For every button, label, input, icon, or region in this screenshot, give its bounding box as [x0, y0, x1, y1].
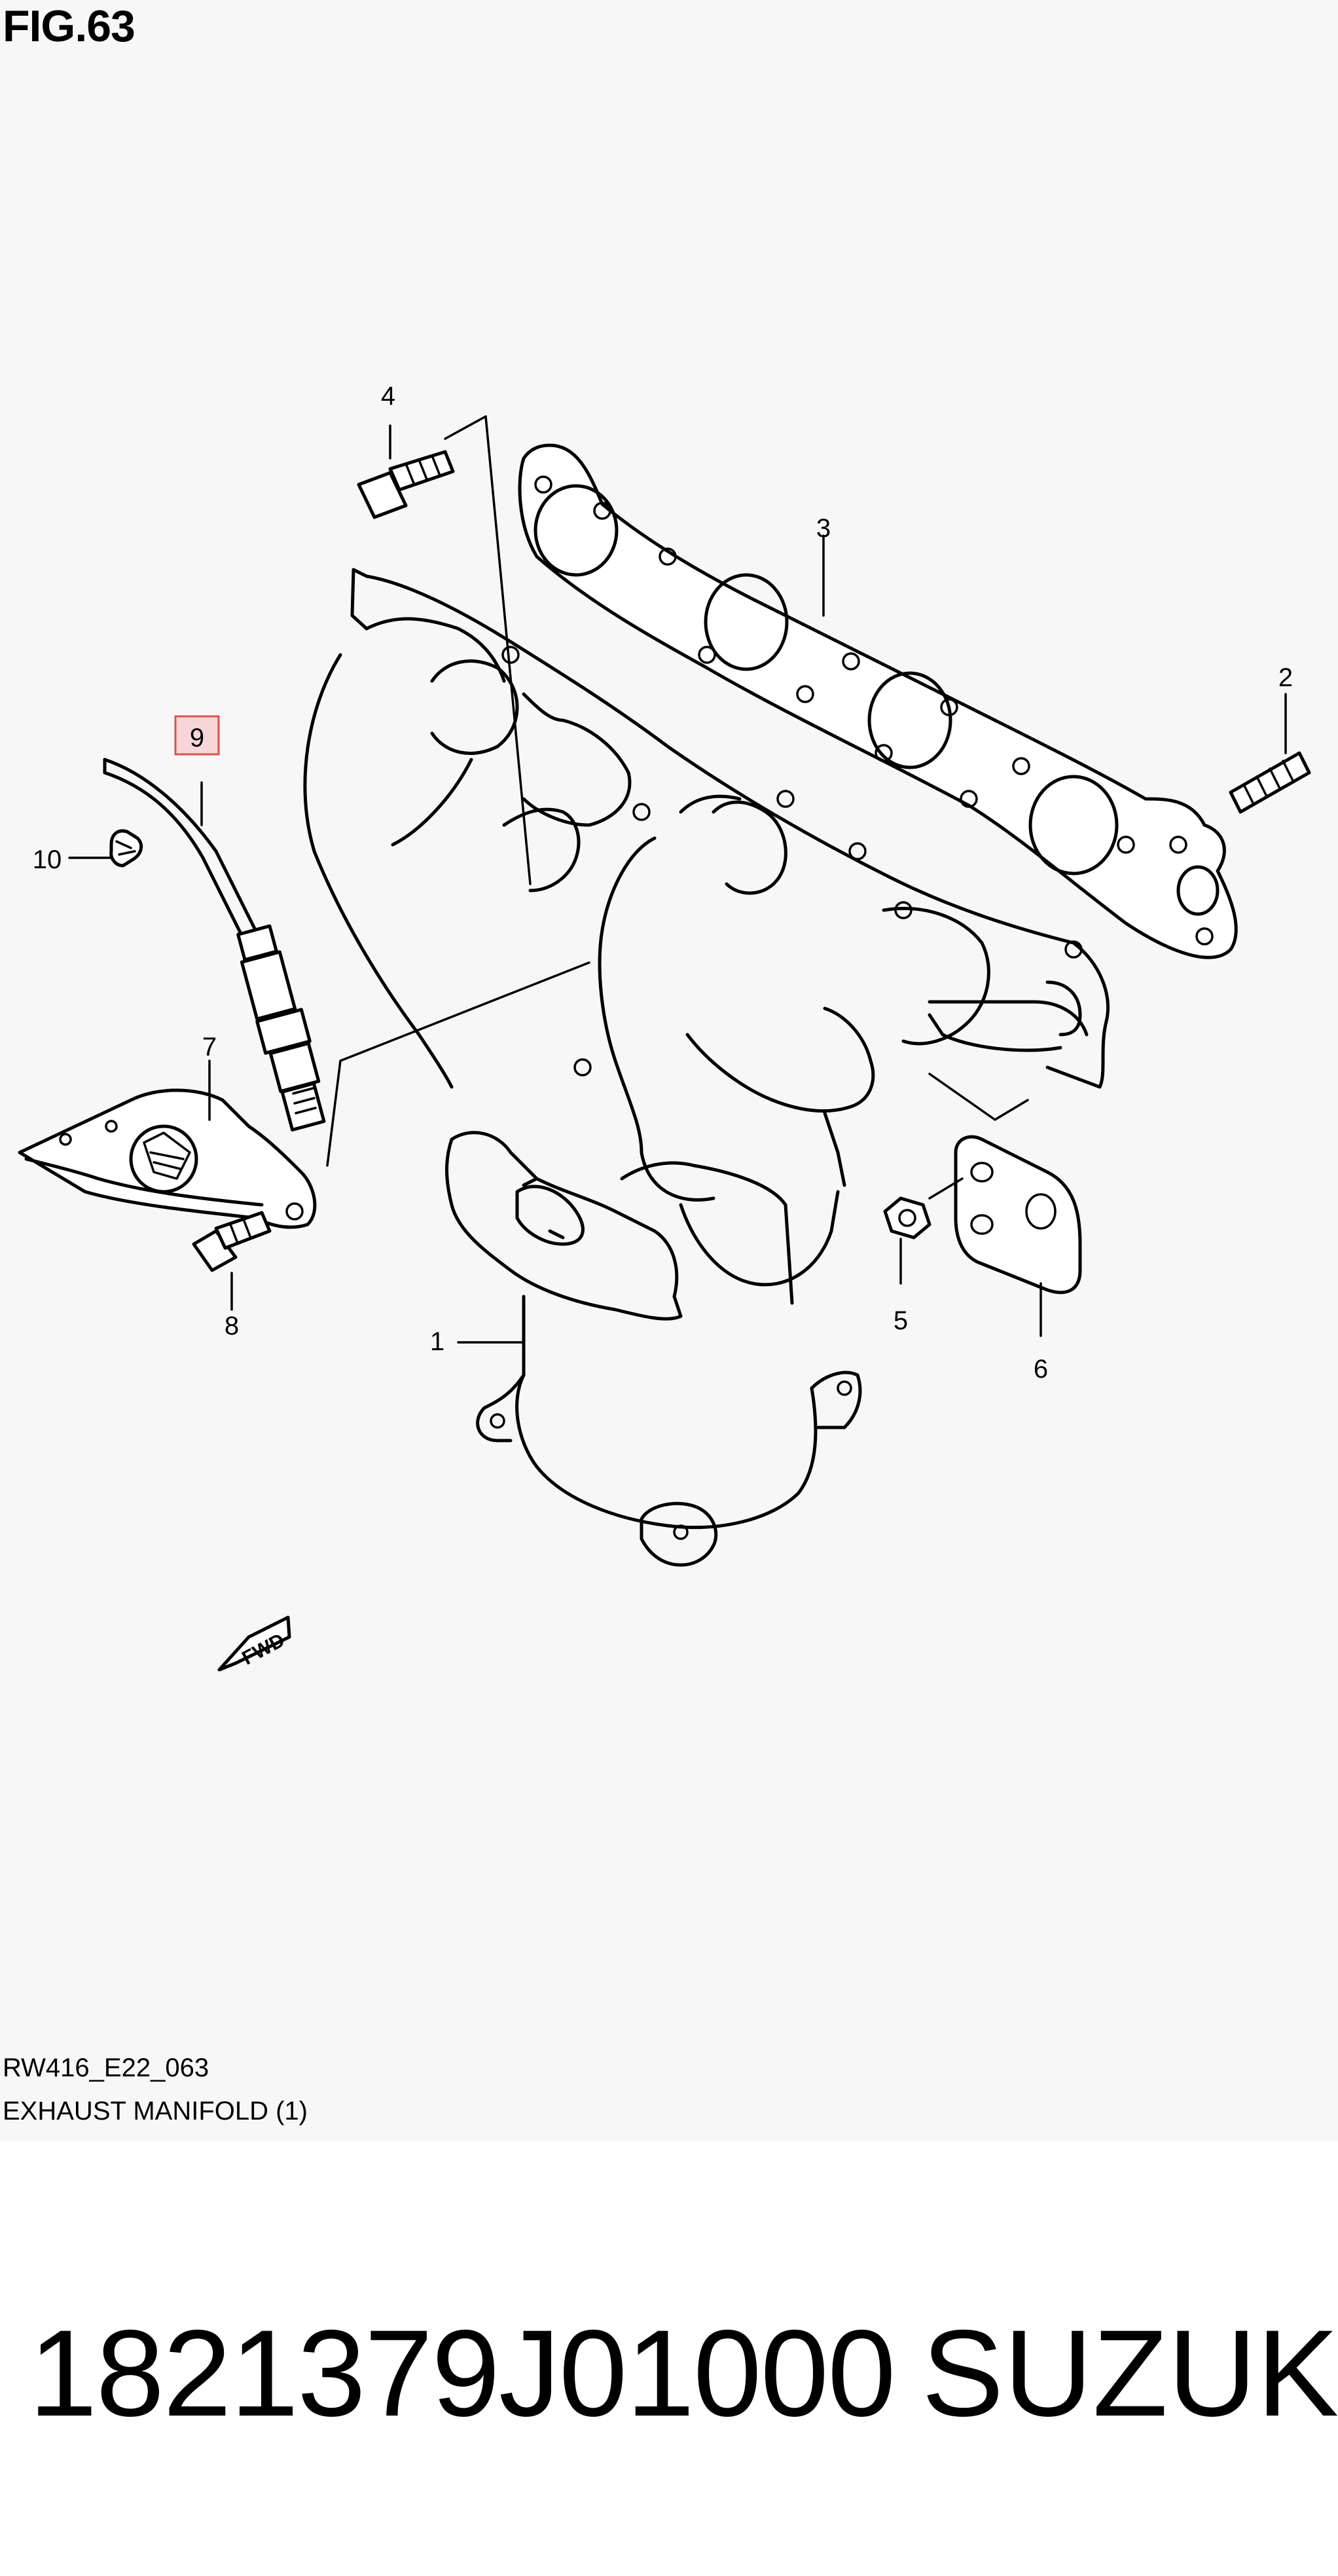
part-9-oxygen-sensor: [103, 758, 326, 1132]
callout-5: 5: [894, 1306, 908, 1335]
brand-name: SUZUKI: [922, 2304, 1338, 2442]
callout-3: 3: [816, 514, 831, 543]
fwd-direction-arrow: FWD: [217, 1615, 291, 1672]
exhaust-manifold: [303, 568, 1110, 1287]
callout-4: 4: [381, 382, 395, 411]
leader-part-4: [444, 415, 532, 885]
exhaust-manifold-diagram: FWD 4 3 2 9 10 7 8 5 6 1: [18, 382, 1311, 1672]
callout-10: 10: [33, 845, 62, 874]
callout-1: 1: [430, 1327, 444, 1356]
figure-code: RW416_E22_063: [3, 2053, 209, 2082]
part-number: 1821379J01000: [29, 2304, 896, 2442]
leader-part-6: [928, 1073, 1029, 1121]
part-3-gasket: [518, 443, 1238, 959]
part-8-bolt: [192, 1211, 272, 1311]
part-6-flange: [954, 1135, 1082, 1337]
leader-heat-shield: [326, 961, 590, 1167]
callout-6: 6: [1034, 1355, 1048, 1384]
callout-8: 8: [225, 1312, 239, 1340]
callout-9-highlight: [174, 715, 220, 756]
callout-2: 2: [1278, 663, 1293, 692]
part-4-bolt: [357, 424, 455, 519]
callout-9: 9: [190, 724, 204, 752]
callout-7: 7: [202, 1033, 217, 1061]
diagram-sheet: [0, 0, 1338, 2141]
figure-title: FIG.63: [3, 1, 136, 51]
part-2-stud: [1229, 693, 1311, 814]
part-1-catalytic-converter: [445, 1131, 862, 1567]
part-5-nut: [883, 1177, 964, 1285]
figure-description: EXHAUST MANIFOLD (1): [3, 2097, 308, 2125]
part-10-clip: [68, 829, 143, 868]
part-7-bracket: [18, 1059, 317, 1229]
